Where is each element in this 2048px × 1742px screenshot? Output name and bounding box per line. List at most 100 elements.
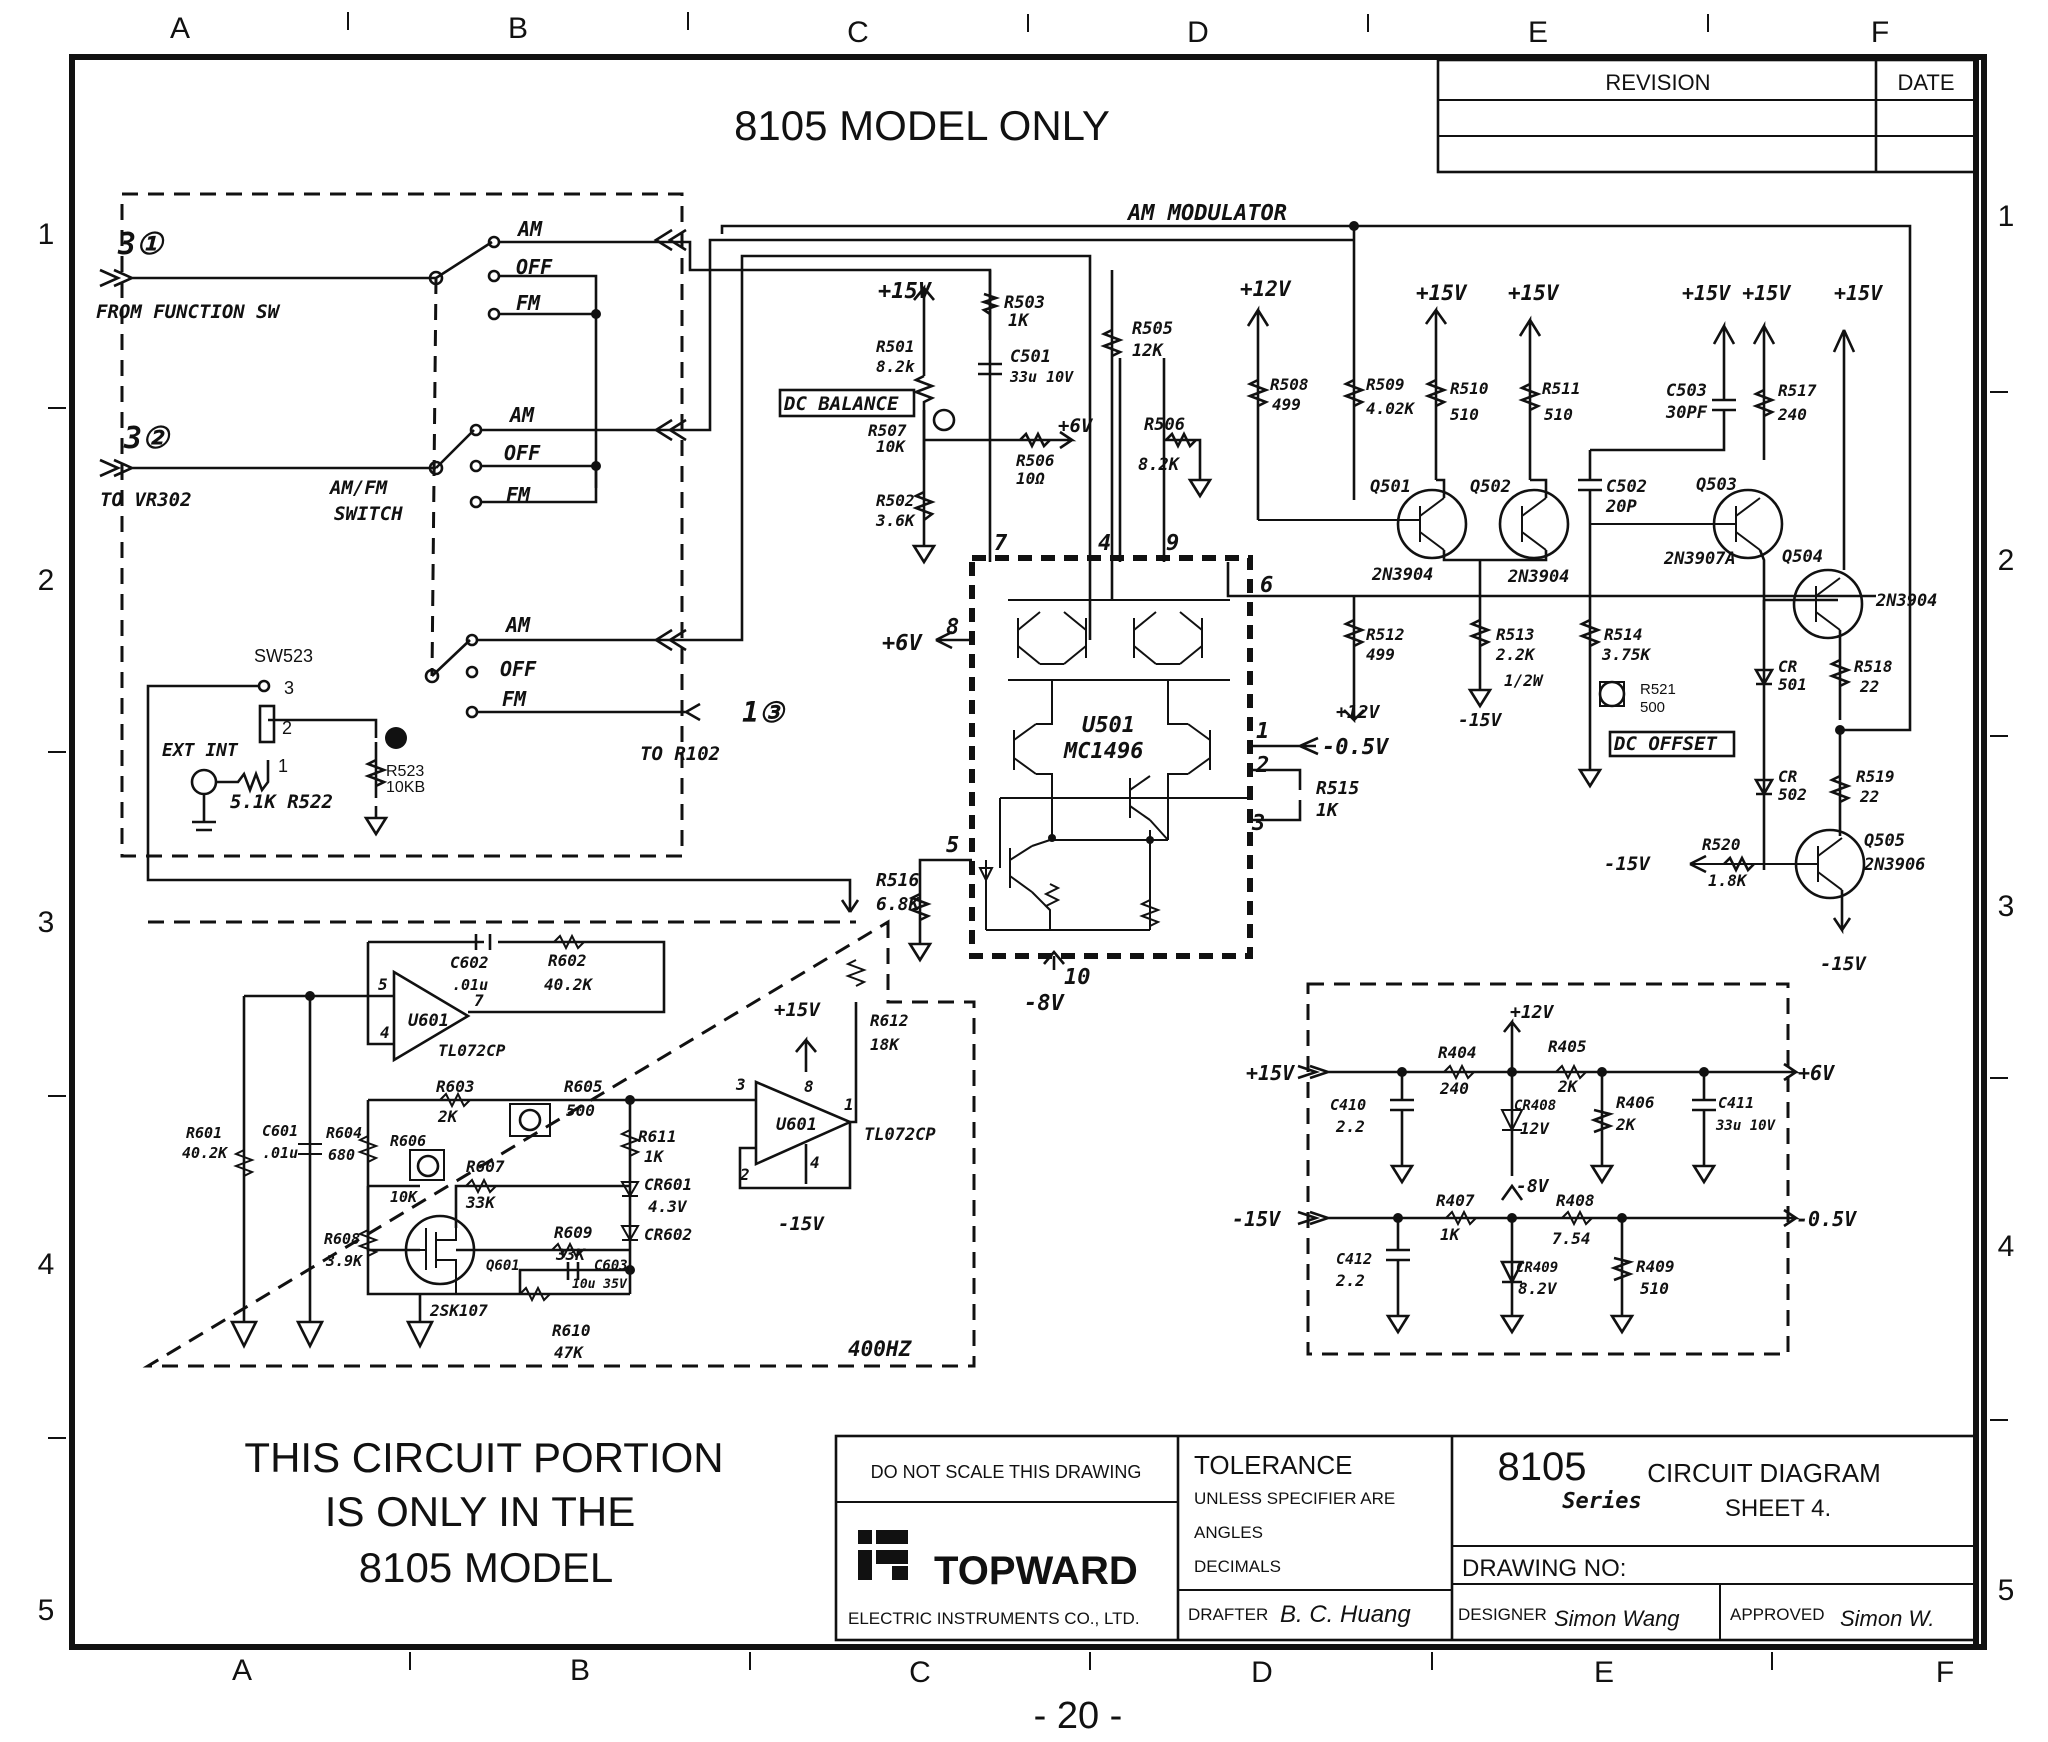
u601b-body — [754, 1080, 854, 1167]
q501: Q501 — [1370, 477, 1411, 497]
c502: C502 — [1606, 477, 1647, 497]
r604-val: 680 — [328, 1146, 355, 1164]
regulator-block: +15V +6V +12V R404 240 R405 2K C410 2.2 … — [1232, 982, 1857, 1356]
q501-part: 2N3904 — [1371, 565, 1433, 585]
topward-logo — [858, 1530, 908, 1580]
u501-pin-3: 3 — [1251, 811, 1265, 836]
q502-part: 2N3904 — [1507, 567, 1569, 587]
r505-val: 12K — [1132, 341, 1164, 361]
cr408-val: 12V — [1520, 1119, 1550, 1138]
dc-offset: DC OFFSET — [1613, 733, 1718, 755]
r605-val: 500 — [566, 1101, 595, 1120]
c503-val: 30PF — [1665, 403, 1708, 423]
r514: R514 — [1604, 625, 1643, 644]
grid-row-1: 1 — [38, 218, 55, 251]
sw523-pin-3: 3 — [284, 678, 294, 698]
cr601-val: 4.3V — [648, 1197, 688, 1216]
q505-part: 2N3906 — [1863, 855, 1925, 875]
r612: R612 — [870, 1011, 909, 1030]
w1-am: AM — [516, 217, 543, 241]
r602: R602 — [548, 951, 587, 970]
r501-val: 8.2k — [876, 357, 916, 376]
u601b-name: U601 — [776, 1115, 817, 1135]
q503: Q503 — [1696, 475, 1737, 495]
r512: R512 — [1366, 625, 1405, 644]
note-line-3: 8105 MODEL — [359, 1544, 613, 1591]
r506b-val: 8.2K — [1138, 455, 1181, 475]
q601: Q601 — [486, 1258, 520, 1274]
u501-pin-8: 8 — [946, 615, 959, 640]
c410: C410 — [1330, 1096, 1366, 1114]
r518: R518 — [1854, 657, 1893, 676]
w2-am: AM — [508, 403, 535, 427]
r510-supply: +15V — [1416, 281, 1468, 305]
reg-bot-out: -0.5V — [1796, 1207, 1857, 1231]
r405: R405 — [1548, 1037, 1587, 1056]
r523-label-2: 10KB — [386, 779, 425, 796]
reg-bot-rail: -8V — [1516, 1176, 1550, 1197]
title-block: DO NOT SCALE THIS DRAWING TOPWARD ELECTR… — [834, 1434, 1978, 1642]
u501-pin-1: 1 — [1256, 719, 1269, 744]
r514-val: 3.75K — [1601, 645, 1652, 664]
r404: R404 — [1438, 1043, 1477, 1062]
r507-label: R507 — [868, 421, 907, 440]
q505-supply-bottom: -15V — [1820, 953, 1867, 975]
u601b-p15: +15V — [774, 999, 821, 1021]
u601a-pin-4: 4 — [380, 1023, 390, 1042]
grid-columns-bottom: A B C D E F — [232, 1652, 1954, 1689]
input1-pin: 3① — [117, 227, 165, 262]
decimals: DECIMALS — [1194, 1557, 1281, 1576]
output-pin: 1③ — [742, 696, 786, 729]
u601a-body — [392, 969, 471, 1063]
reg-top-in: +15V — [1246, 1061, 1295, 1085]
u501-pin-6: 6 — [1260, 573, 1273, 598]
grid-row-3-right: 3 — [1998, 890, 2015, 923]
u501-transistors — [978, 599, 1250, 931]
w3-am: AM — [504, 613, 531, 637]
page-number: - 20 - — [1034, 1695, 1123, 1737]
q502: Q502 — [1470, 477, 1511, 497]
note-line-2: IS ONLY IN THE — [325, 1488, 635, 1535]
cr409: CR409 — [1516, 1260, 1558, 1276]
grid-row-2: 2 — [38, 564, 55, 597]
designer-signature: Simon Wang — [1554, 1606, 1680, 1631]
r603: R603 — [436, 1077, 475, 1096]
company-sub: ELECTRIC INSTRUMENTS CO., LTD. — [848, 1609, 1140, 1628]
r509-val: 4.02K — [1366, 399, 1416, 418]
dc-balance-box — [778, 388, 916, 418]
angles: ANGLES — [1194, 1523, 1263, 1542]
c410-val: 2.2 — [1335, 1117, 1365, 1136]
model-number: 8105 — [1498, 1445, 1587, 1489]
r515: R515 — [1316, 778, 1360, 799]
dc-balance: DC BALANCE — [783, 393, 899, 415]
r407-val: 1K — [1440, 1225, 1461, 1244]
q504-part: 2N3904 — [1875, 591, 1937, 611]
u601b-pin-2: 2 — [739, 1165, 750, 1184]
r502-val: 3.6K — [875, 511, 916, 530]
u601b-part: TL072CP — [864, 1125, 936, 1145]
r506a-val: 10Ω — [1016, 469, 1045, 488]
r406-val: 2K — [1615, 1115, 1637, 1134]
grid-row-4-right: 4 — [1998, 1230, 2015, 1263]
r611: R611 — [638, 1127, 677, 1146]
c411-val: 33u 10V — [1715, 1118, 1777, 1134]
r512-supply: +12V — [1336, 702, 1381, 723]
r408-val: 7.54 — [1552, 1229, 1591, 1248]
do-not-scale: DO NOT SCALE THIS DRAWING — [871, 1462, 1142, 1482]
u501-pin-10: 10 — [1064, 965, 1091, 990]
r503: R503 — [1004, 293, 1045, 313]
grid-col-a: A — [170, 12, 190, 45]
r408: R408 — [1556, 1191, 1595, 1210]
u601a-name: U601 — [408, 1011, 449, 1031]
r518-val: 22 — [1859, 677, 1879, 696]
sheet-border — [69, 54, 1987, 1650]
c501: C501 — [1010, 347, 1051, 367]
am-modulator: AM MODULATOR U501 MC1496 — [720, 201, 1937, 1016]
c501-val: 33u 10V — [1009, 368, 1074, 386]
r511: R511 — [1542, 379, 1581, 398]
switch-block: 3① FROM FUNCTION SW 3② TO VR302 AM/FM SW… — [96, 192, 1354, 912]
w2-fm: FM — [506, 483, 531, 507]
r517: R517 — [1778, 381, 1817, 400]
reg-top-out: +6V — [1798, 1061, 1835, 1085]
